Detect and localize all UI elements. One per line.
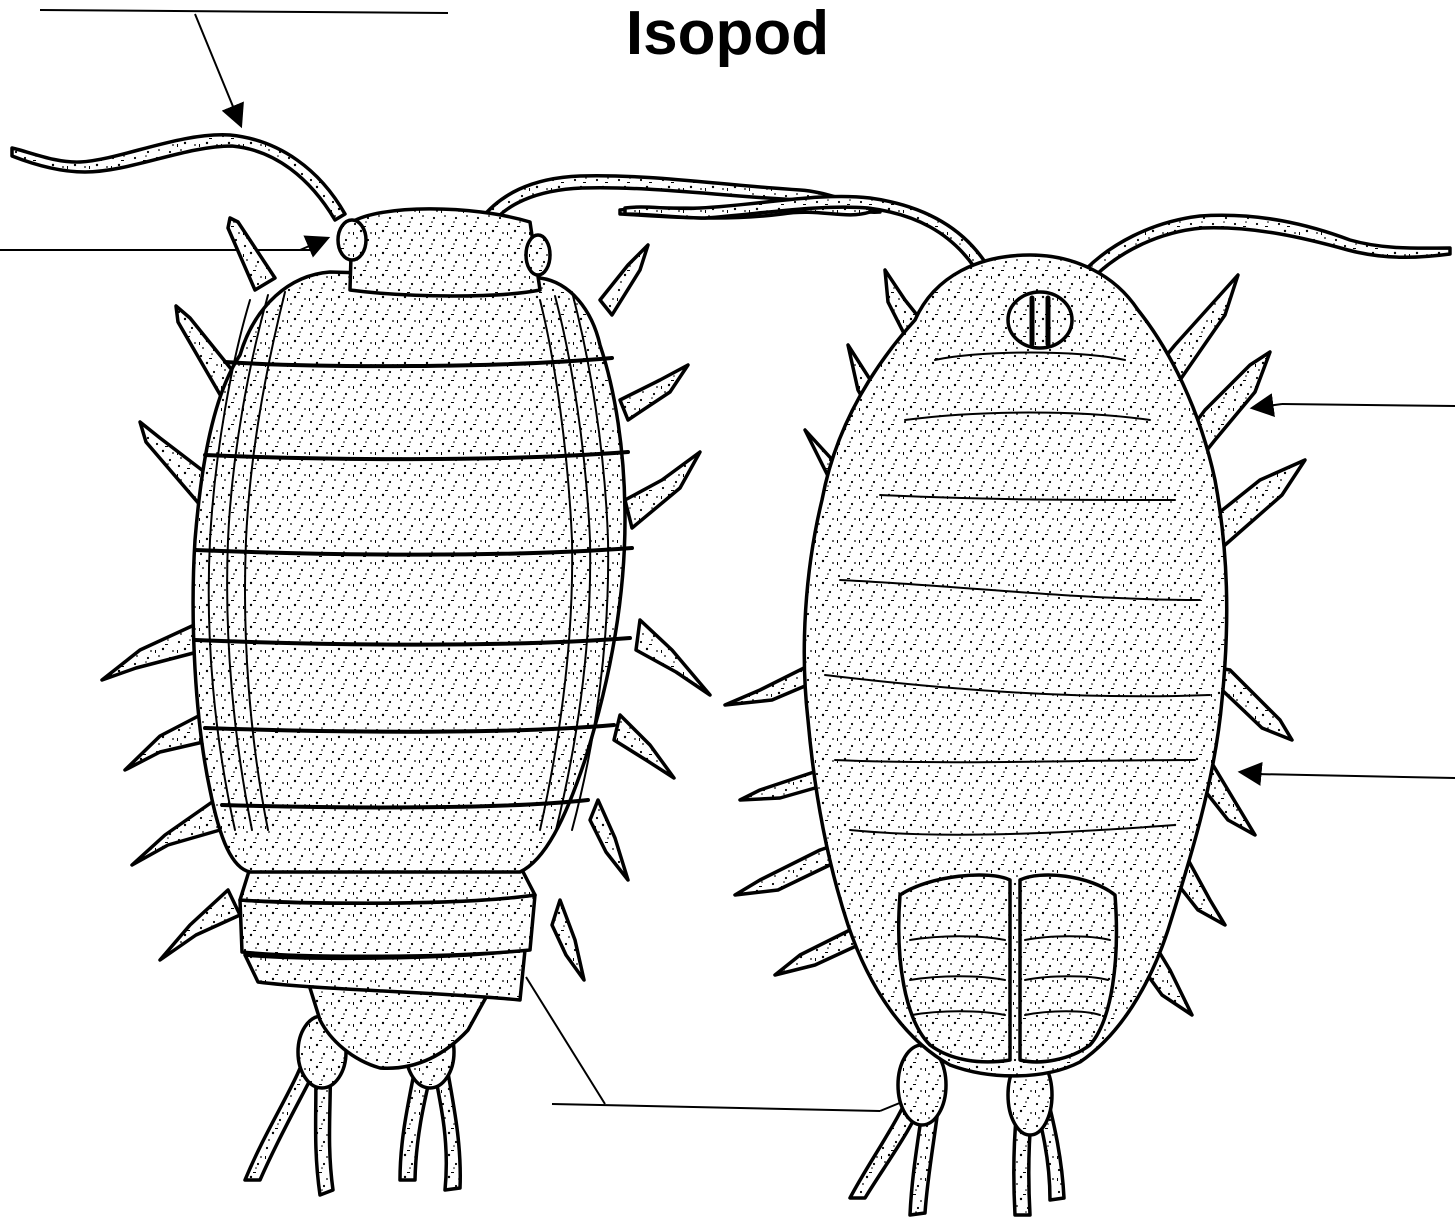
- ventral-mouthparts: [1008, 292, 1072, 348]
- dorsal-eye-right: [526, 235, 550, 275]
- dorsal-eye-left: [338, 220, 366, 260]
- label-line-bottom-center: [552, 1104, 880, 1111]
- label-line-right-lower: [1255, 774, 1455, 778]
- ventral-isopod: [625, 196, 1450, 1215]
- pointer-leg-lower: [1240, 772, 1262, 774]
- pointer-eye: [300, 238, 328, 250]
- dorsal-head: [338, 209, 550, 296]
- dorsal-isopod: [12, 135, 880, 1195]
- dorsal-pleon: [240, 866, 535, 1000]
- pointer-telson: [526, 977, 605, 1104]
- pointer-leg-upper: [1252, 404, 1282, 408]
- label-line-right-upper: [1282, 404, 1455, 406]
- pointer-antenna: [195, 14, 241, 126]
- ventral-pleopods: [899, 875, 1117, 1062]
- label-line-top-left: [40, 10, 448, 13]
